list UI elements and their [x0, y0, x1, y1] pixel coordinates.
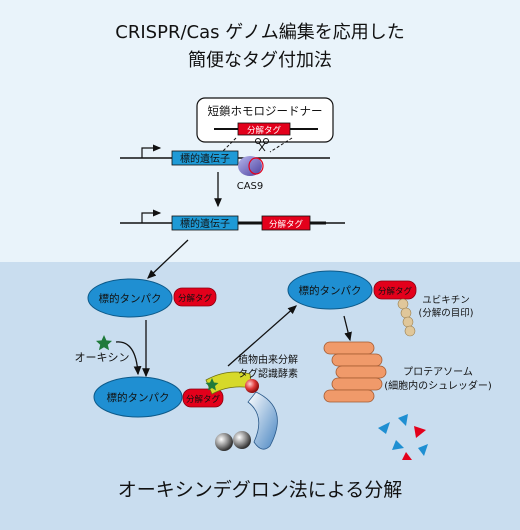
donor-degron-tag: [237, 122, 291, 136]
arrow-auxin-binding: [115, 341, 142, 376]
donor-callout-box: [196, 97, 334, 143]
insertion-guide-right: [269, 137, 293, 153]
proteasome-label-line-1: プロテアソーム: [403, 366, 473, 378]
skp1-grey-ball-1: [215, 433, 233, 451]
target-gene-box-1: [171, 150, 239, 166]
ubiquitin-label-line-1: ユビキチン: [422, 295, 470, 306]
ubiquitin-bead-2: [400, 307, 412, 319]
rbx-red-ball: [245, 379, 259, 393]
target-protein-label-3: 標的タンパク: [299, 284, 362, 297]
ubiquitin-bead-1: [397, 298, 409, 310]
proteasome-label-line-2: (細胞内のシュレッダー): [384, 379, 492, 392]
insertion-guide-left: [221, 137, 237, 153]
degron-tag-protein-3: [373, 280, 417, 300]
plant-enzyme-label-line-1: 植物由来分解: [238, 353, 298, 366]
degron-tag-protein-1: [173, 287, 217, 307]
proteasome-icon: [323, 341, 387, 403]
title-line-1: CRISPR/Cas ゲノム編集を応用した: [115, 22, 404, 43]
target-protein-1: [87, 278, 173, 318]
degron-tag-label-protein-3: 分解タグ: [378, 286, 413, 297]
target-gene-label-1: 標的遺伝子: [180, 152, 230, 165]
auxin-star-icon-2: [205, 378, 219, 391]
ubiquitin-label-line-2: (分解の目印): [419, 307, 474, 319]
target-protein-label-2: 標的タンパク: [107, 391, 170, 404]
target-gene-label-2: 標的遺伝子: [180, 217, 230, 230]
plant-enzyme-label-line-2: タグ認識酵素: [238, 367, 298, 380]
donor-degron-tag-label: 分解タグ: [247, 125, 282, 136]
skp1-grey-ball-2: [233, 431, 251, 449]
arrow-to-proteasome: [343, 315, 352, 342]
degron-tag-label-gene: 分解タグ: [269, 219, 304, 230]
ubiquitin-bead-3: [402, 316, 414, 328]
bottom-title: オーキシンデグロン法による分解: [118, 479, 402, 501]
title-line-2: 簡便なタグ付加法: [188, 50, 332, 71]
cas9-label: CAS9: [237, 181, 264, 192]
promoter-arrow-1: [141, 144, 162, 158]
arrow-gene-to-protein: [147, 239, 189, 279]
auxin-label: オーキシン: [75, 351, 130, 364]
target-protein-label-1: 標的タンパク: [99, 292, 162, 305]
degron-tag-label-protein-1: 分解タグ: [178, 293, 213, 304]
cas9-protein-icon: [238, 156, 262, 176]
scissors-icon: [255, 138, 269, 152]
degraded-fragments: [378, 414, 428, 460]
auxin-star-icon-1: [96, 335, 112, 351]
target-protein-2: [93, 376, 183, 418]
ubiquitin-bead-4: [404, 325, 416, 337]
arrow-complex-to-ubiquitination: [227, 305, 297, 367]
degron-tag-label-protein-2: 分解タグ: [186, 394, 221, 405]
donor-label: 短鎖ホモロジードナー: [208, 104, 323, 118]
target-protein-3: [287, 270, 373, 310]
cullin-scaffold: [247, 391, 278, 450]
promoter-arrow-2: [141, 209, 162, 223]
cas9-guide-rna-icon: [248, 157, 264, 175]
